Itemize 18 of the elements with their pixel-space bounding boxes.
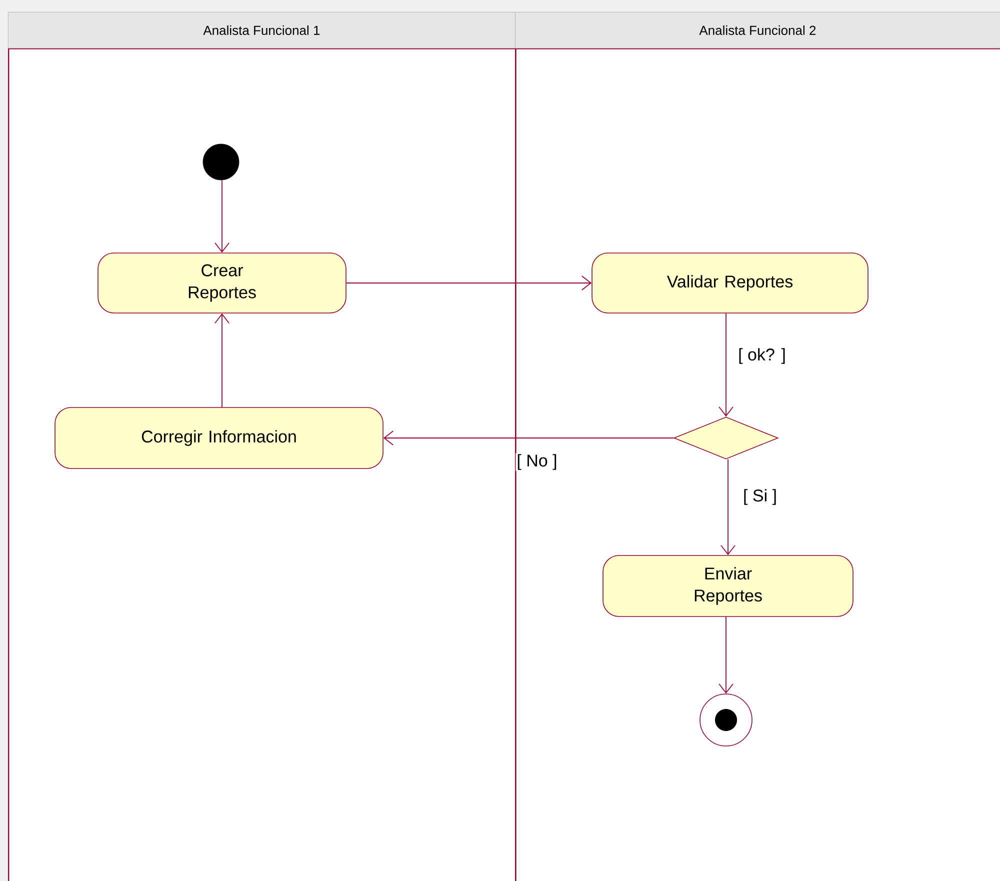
node-label: Analista Funcional 2 <box>699 25 816 35</box>
arrow <box>214 313 230 408</box>
arrow <box>214 180 230 253</box>
activity-box: Enviar Reportes <box>602 555 854 617</box>
arrow <box>383 430 674 446</box>
activity-box: Validar Reportes <box>592 252 868 314</box>
arrow <box>718 616 734 694</box>
end-circle <box>700 694 752 746</box>
arrow <box>346 276 592 290</box>
node-label: Analista Funcional 1 <box>203 25 320 35</box>
activity-box: Crear Reportes <box>98 252 346 314</box>
start-circle <box>202 144 240 180</box>
arrow <box>720 458 736 556</box>
arrow <box>718 312 734 417</box>
activity-box: Corregir Informacion <box>54 407 384 469</box>
edge-label: [ ok? ] <box>737 347 787 365</box>
edge-label: [ Si ] <box>742 488 778 506</box>
edge-label: [ No ] <box>516 453 558 471</box>
